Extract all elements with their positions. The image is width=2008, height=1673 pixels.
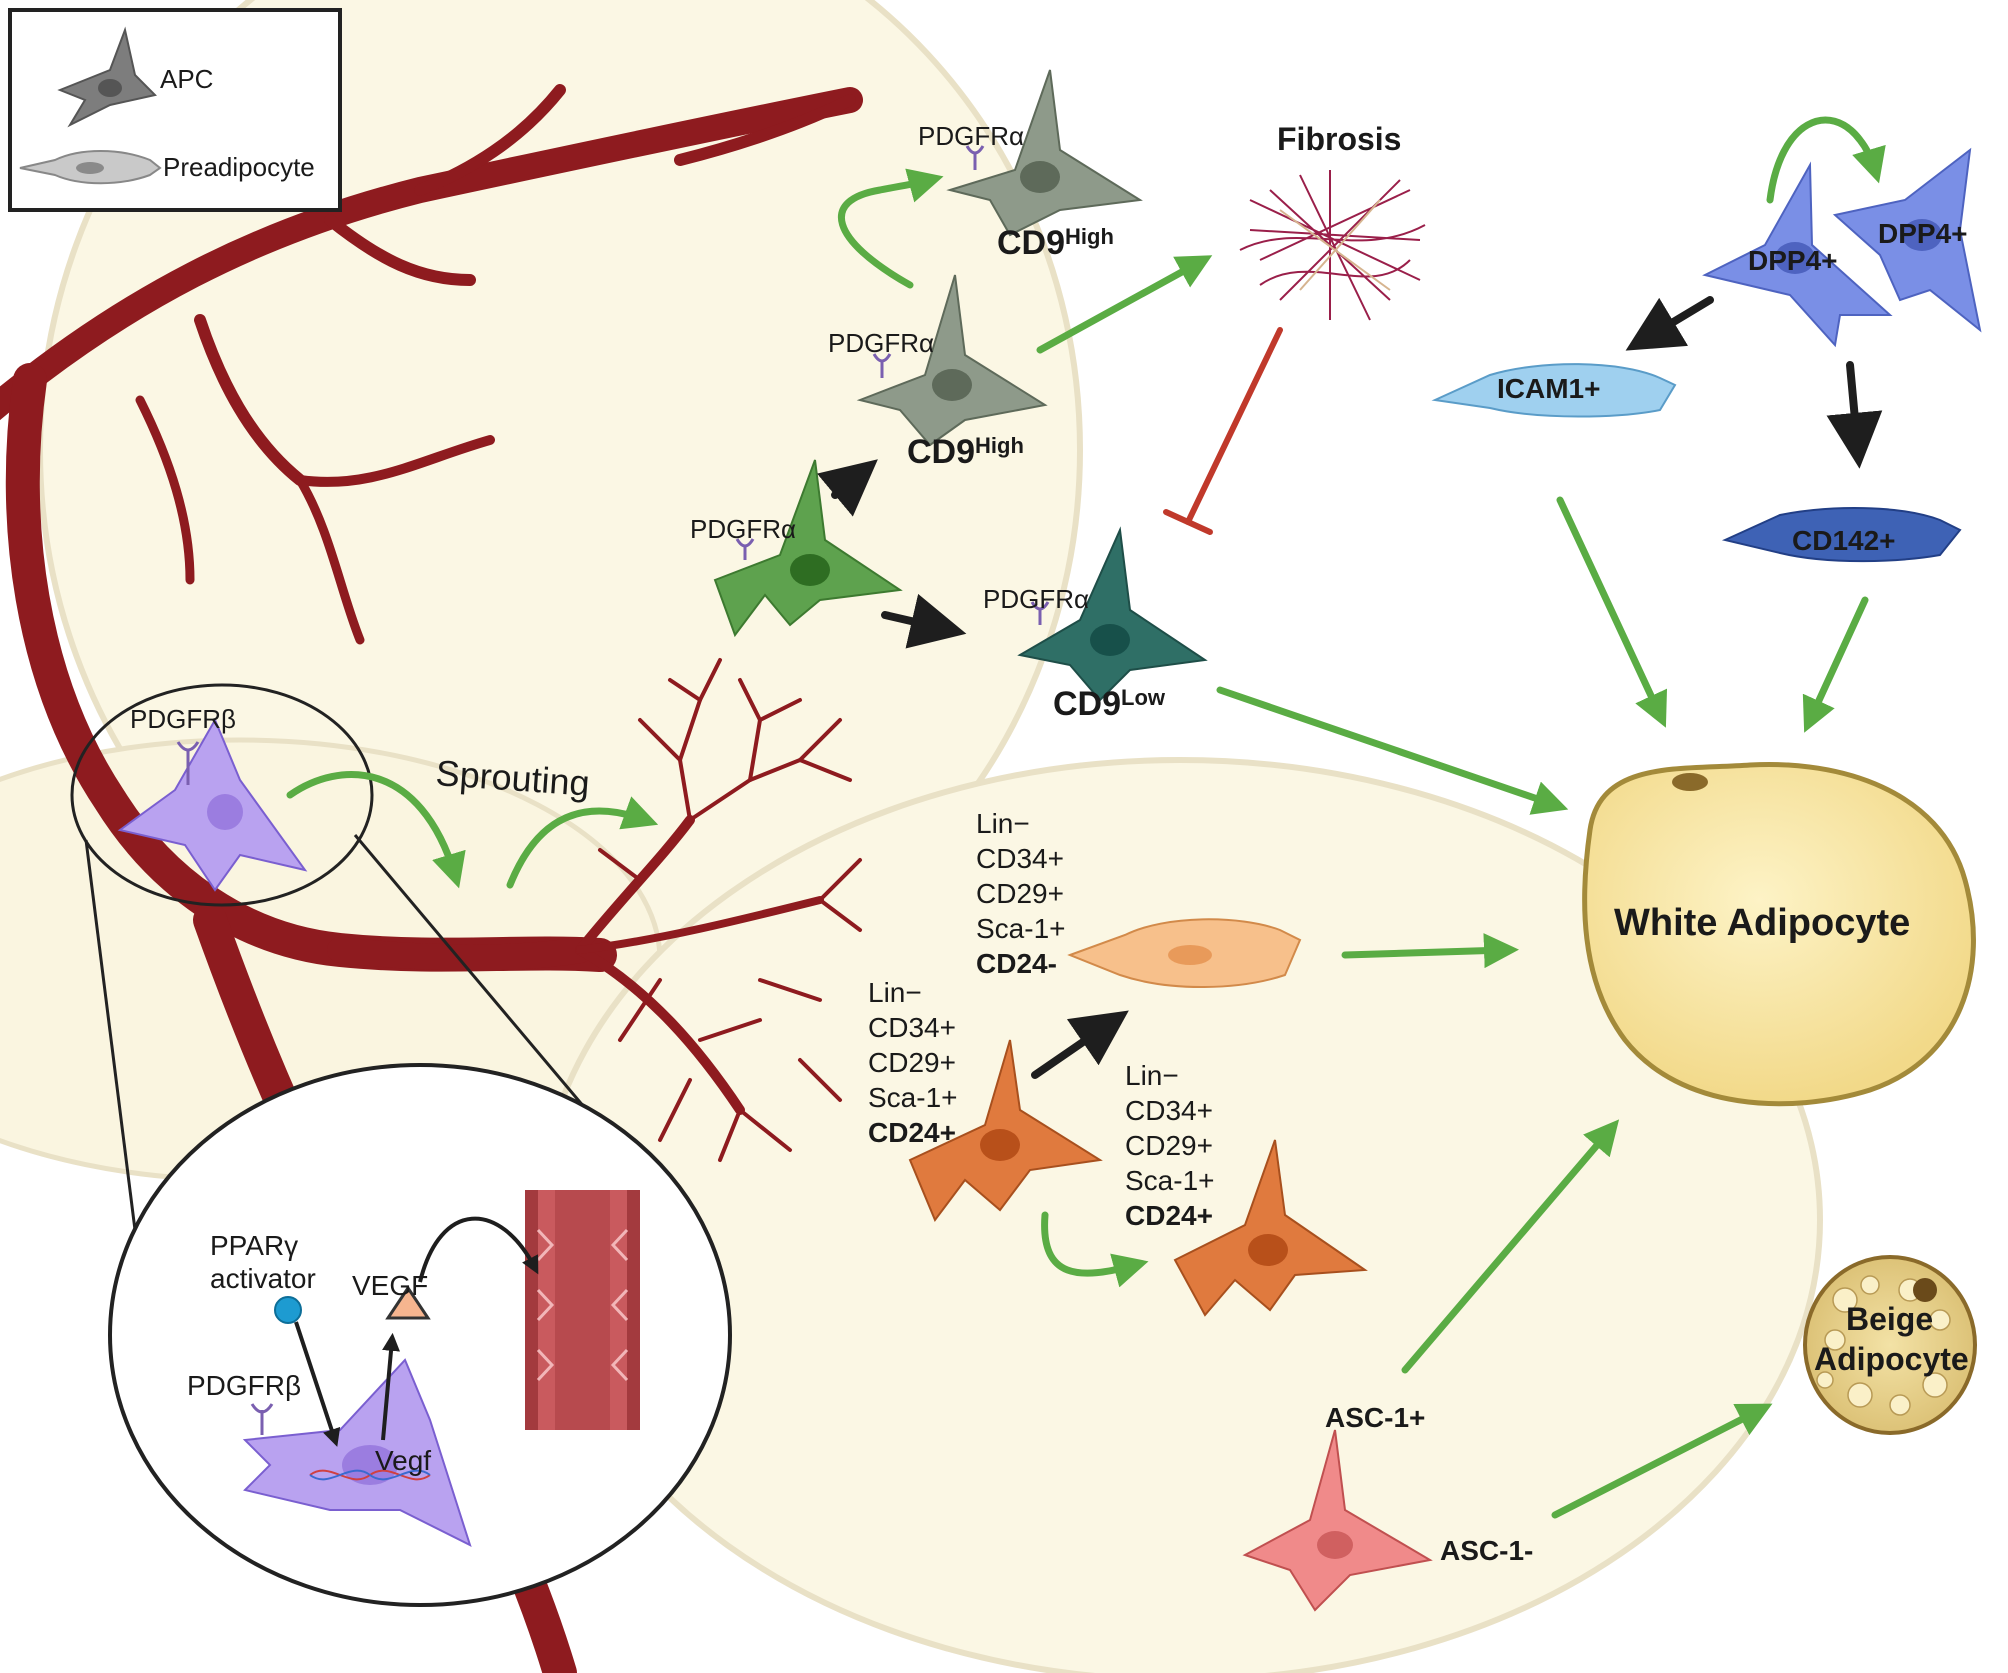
cd9-high-base-1: CD9 <box>997 224 1065 262</box>
cd9-high-label-1: CD9High <box>997 224 1114 262</box>
cd9-low-label: CD9Low <box>1053 685 1166 723</box>
arrow-cd24pos-to-cd24neg <box>1031 1010 1129 1079</box>
cd24neg-preadipocyte <box>1067 918 1302 988</box>
cd142-preadipocyte: CD142+ <box>1721 507 1962 563</box>
arrow-dpp4-self-renew <box>1766 116 1886 204</box>
cd9-low-sup: Low <box>1121 685 1166 710</box>
arrow-cd9high-to-fibrosis <box>1036 255 1213 354</box>
cd24posL-cd34: CD34+ <box>868 1012 956 1043</box>
cd142-label: CD142+ <box>1792 525 1896 556</box>
cd24posL-sca1: Sca-1+ <box>868 1082 958 1113</box>
beige-adipocyte-label-line2: Adipocyte <box>1814 1341 1969 1377</box>
arrow-dpp4-to-icam1 <box>1625 296 1714 351</box>
inset-pdgfrb-label: PDGFRβ <box>187 1370 301 1401</box>
vegf-label: VEGF <box>352 1270 428 1301</box>
black-arrows <box>816 296 1883 1079</box>
pdgfrb-label: PDGFRβ <box>130 704 236 734</box>
arrow-asc1neg-to-beige <box>1551 1403 1773 1519</box>
ppar-activator-icon <box>274 1296 302 1324</box>
cd24neg-lin: Lin− <box>976 808 1030 839</box>
cd9-high-mid-cell: PDGFRα CD9High <box>828 274 1048 471</box>
zoom-connector-lines <box>84 834 597 1231</box>
legend-box: APC Preadipocyte <box>8 8 342 212</box>
cd24pos-cell-left <box>908 1039 1103 1222</box>
dpp4-cell-right: DPP4+ <box>1832 147 1982 333</box>
cd9-low-cell: PDGFRα CD9Low <box>983 526 1208 723</box>
marker-list-cd24pos-right: Lin− CD34+ CD29+ Sca-1+ CD24+ <box>1125 1060 1215 1231</box>
cd24posL-cd29: CD29+ <box>868 1047 956 1078</box>
icam1-label: ICAM1+ <box>1497 373 1600 404</box>
cd9-high-label-2: CD9High <box>907 433 1024 471</box>
arrow-pericyte-to-sprout <box>286 771 466 889</box>
ppar-label-line2: activator <box>210 1263 316 1294</box>
pdgfra-label-2: PDGFRα <box>828 328 934 358</box>
cd24posR-cd24: CD24+ <box>1125 1200 1213 1231</box>
arrow-icam1-to-white <box>1556 496 1668 728</box>
cd9-low-base: CD9 <box>1053 685 1121 723</box>
cd24posL-lin: Lin− <box>868 977 922 1008</box>
arrow-cd9low-to-white <box>1216 686 1569 815</box>
icam1-preadipocyte: ICAM1+ <box>1431 363 1677 418</box>
arrow-sprout-to-capillaries <box>506 796 659 889</box>
cd24neg-cd29: CD29+ <box>976 878 1064 909</box>
apc-legend-cell-icon <box>57 26 157 128</box>
cd24posR-sca1: Sca-1+ <box>1125 1165 1215 1196</box>
legend-apc-label: APC <box>160 64 213 94</box>
asc1-pos-label: ASC-1+ <box>1325 1402 1425 1433</box>
arrow-progenitor-to-cd9high <box>816 459 878 517</box>
cd24neg-cd24: CD24- <box>976 948 1057 979</box>
green-arrows <box>286 116 1886 1519</box>
cd24neg-cd34: CD34+ <box>976 843 1064 874</box>
cd24pos-cell-right <box>1173 1139 1368 1317</box>
pdgfra-progenitor-cell: PDGFRα <box>690 459 903 638</box>
cd9-high-top-cell: PDGFRα CD9High <box>918 69 1143 262</box>
vegf-gene-label: Vegf <box>375 1445 431 1476</box>
arrow-cd24pos-self-renew <box>1041 1211 1149 1288</box>
ppar-label-line1: PPARγ <box>210 1230 298 1261</box>
arrow-cd9high-self-renew <box>837 168 944 289</box>
marker-list-cd24neg: Lin− CD34+ CD29+ Sca-1+ CD24- <box>976 808 1066 979</box>
cd9-high-sup-2: High <box>975 433 1024 458</box>
cd9-high-sup-1: High <box>1065 224 1114 249</box>
arrow-cd142-to-white <box>1802 596 1869 733</box>
dpp4-cell-left: DPP4+ <box>1702 161 1893 348</box>
arrow-asc1pos-to-white <box>1401 1119 1620 1374</box>
beige-adipocyte-label-line1: Beige <box>1846 1301 1933 1337</box>
beige-adipocyte-cell: Beige Adipocyte <box>1803 1255 1977 1435</box>
fibrosis-mesh-icon <box>1239 170 1426 321</box>
white-adipocyte-label: White Adipocyte <box>1614 902 1910 944</box>
cd24posL-cd24: CD24+ <box>868 1117 956 1148</box>
marker-list-cd24pos-left: Lin− CD34+ CD29+ Sca-1+ CD24+ <box>868 977 958 1148</box>
asc1-neg-label: ASC-1- <box>1440 1535 1533 1566</box>
pdgfra-label-1: PDGFRα <box>918 121 1024 151</box>
cd9-high-base-2: CD9 <box>907 433 975 471</box>
white-adipocyte-cell: White Adipocyte <box>1582 761 1976 1107</box>
arrow-progenitor-to-cd9low <box>881 593 967 649</box>
cd24posR-cd29: CD29+ <box>1125 1130 1213 1161</box>
vegf-protein-icon <box>385 1285 431 1320</box>
dpp4-left-label: DPP4+ <box>1748 245 1838 276</box>
pericyte-cell: PDGFRβ <box>70 683 374 907</box>
pdgfra-label-4: PDGFRα <box>983 584 1089 614</box>
asc1-cell: ASC-1+ ASC-1- <box>1242 1402 1533 1612</box>
inset-zoom-circle: PPARγ activator VEGF PDGFRβ Vegf <box>108 1063 732 1607</box>
cd24neg-sca1: Sca-1+ <box>976 913 1066 944</box>
arrow-cd24neg-to-white <box>1341 933 1519 969</box>
pdgfra-label-3: PDGFRα <box>690 514 796 544</box>
legend-preadipocyte-label: Preadipocyte <box>163 152 315 182</box>
dpp4-right-label: DPP4+ <box>1878 218 1968 249</box>
fibrosis-inhibition <box>1163 327 1283 535</box>
cd24posR-lin: Lin− <box>1125 1060 1179 1091</box>
cd24posR-cd34: CD34+ <box>1125 1095 1213 1126</box>
fibrosis-label: Fibrosis <box>1277 121 1401 157</box>
arrow-dpp4-to-cd142 <box>1826 361 1883 469</box>
background-fat-lobules <box>0 0 1823 1673</box>
